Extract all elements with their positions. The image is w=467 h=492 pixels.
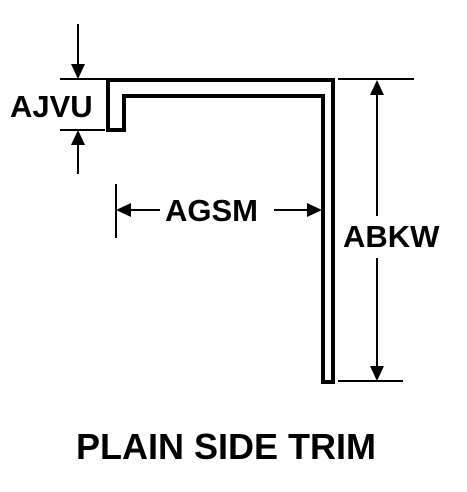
height-label: ABKW	[343, 219, 440, 254]
height-dimension: ABKW	[338, 78, 440, 382]
diagram-caption: PLAIN SIDE TRIM	[76, 426, 376, 467]
height-up-arrowhead	[370, 80, 384, 95]
width-dimension: AGSM	[115, 184, 322, 238]
thickness-up-arrowhead	[71, 130, 85, 145]
width-right-arrowhead	[307, 203, 322, 217]
thickness-down-arrowhead	[71, 64, 85, 79]
thickness-label: AJVU	[10, 89, 93, 124]
thickness-dimension: AJVU	[10, 24, 112, 174]
width-left-arrowhead	[116, 203, 131, 217]
trim-profile-outline	[106, 78, 335, 384]
width-label: AGSM	[165, 193, 258, 228]
height-down-arrowhead	[370, 366, 384, 381]
